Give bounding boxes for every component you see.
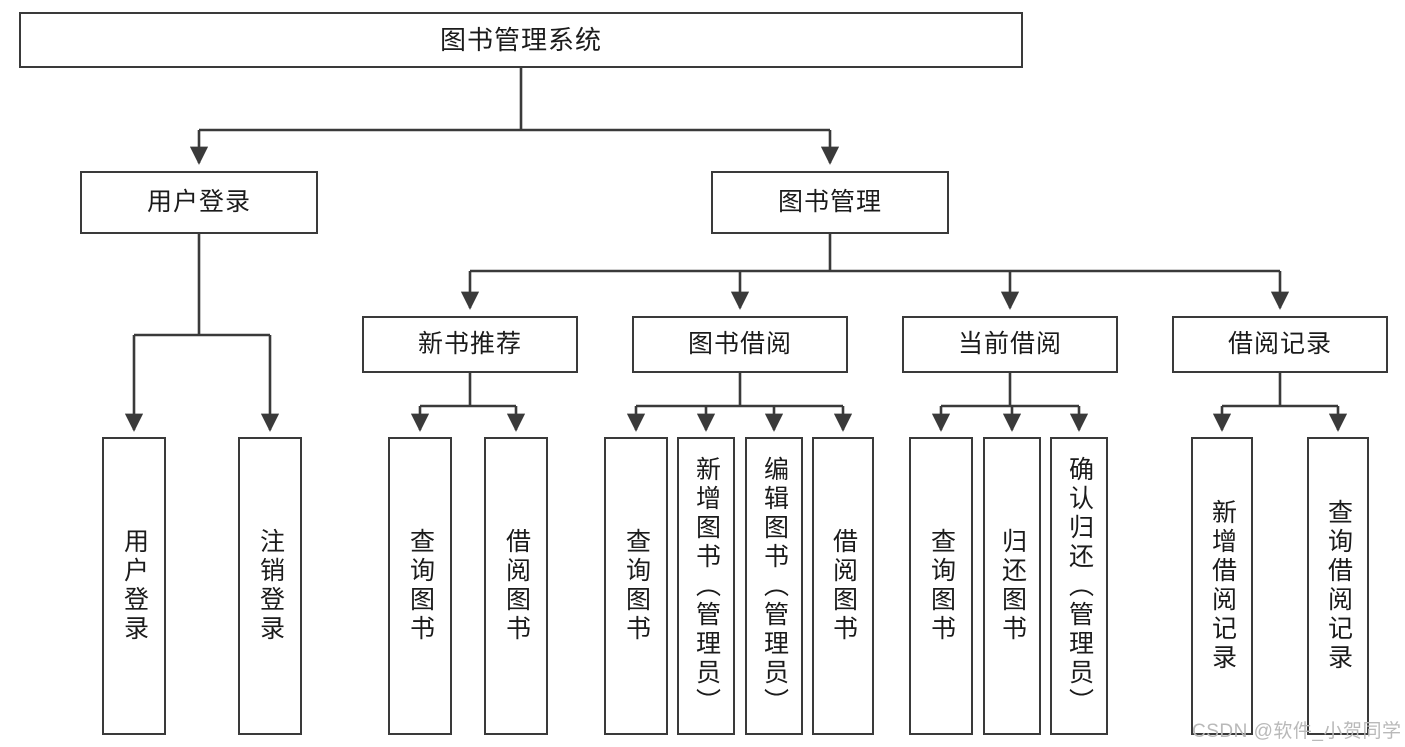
leaf-query-borrow-record-label: 查询借阅记录 xyxy=(1324,499,1353,673)
node-book-management[interactable]: 图书管理 xyxy=(711,171,949,234)
leaf-query-book-new[interactable]: 查询图书 xyxy=(388,437,452,735)
leaf-return-book[interactable]: 归还图书 xyxy=(983,437,1041,735)
leaf-borrow-book-label: 借阅图书 xyxy=(829,528,858,644)
leaf-add-borrow-record[interactable]: 新增借阅记录 xyxy=(1191,437,1253,735)
node-root[interactable]: 图书管理系统 xyxy=(19,12,1023,68)
leaf-add-book-admin[interactable]: 新增图书（管理员） xyxy=(677,437,735,735)
leaf-add-borrow-record-label: 新增借阅记录 xyxy=(1208,499,1237,673)
leaf-query-book-current[interactable]: 查询图书 xyxy=(909,437,973,735)
leaf-confirm-return-admin[interactable]: 确认归还（管理员） xyxy=(1050,437,1108,735)
leaf-borrow-book-new[interactable]: 借阅图书 xyxy=(484,437,548,735)
node-book-management-label: 图书管理 xyxy=(777,187,882,216)
leaf-return-book-label: 归还图书 xyxy=(998,528,1027,644)
leaf-query-borrow-record[interactable]: 查询借阅记录 xyxy=(1307,437,1369,735)
node-user-login[interactable]: 用户登录 xyxy=(80,171,318,234)
leaf-user-login-label: 用户登录 xyxy=(120,528,149,644)
leaf-query-book-current-label: 查询图书 xyxy=(927,528,956,644)
csdn-watermark: CSDN @软件_小贺同学 xyxy=(1192,721,1402,742)
leaf-borrow-book-new-label: 借阅图书 xyxy=(502,528,531,644)
node-borrow-record-label: 借阅记录 xyxy=(1227,329,1332,358)
node-user-login-label: 用户登录 xyxy=(146,187,251,216)
leaf-add-book-admin-label: 新增图书（管理员） xyxy=(692,455,721,717)
node-new-book-recommend[interactable]: 新书推荐 xyxy=(362,316,578,373)
leaf-borrow-book[interactable]: 借阅图书 xyxy=(812,437,874,735)
node-new-book-recommend-label: 新书推荐 xyxy=(417,329,522,358)
leaf-user-logout-label: 注销登录 xyxy=(256,528,285,644)
leaf-confirm-return-admin-label: 确认归还（管理员） xyxy=(1065,455,1094,717)
leaf-edit-book-admin[interactable]: 编辑图书（管理员） xyxy=(745,437,803,735)
node-current-borrow[interactable]: 当前借阅 xyxy=(902,316,1118,373)
node-current-borrow-label: 当前借阅 xyxy=(957,329,1062,358)
node-book-borrow-label: 图书借阅 xyxy=(687,329,792,358)
leaf-user-logout[interactable]: 注销登录 xyxy=(238,437,302,735)
leaf-user-login[interactable]: 用户登录 xyxy=(102,437,166,735)
leaf-query-book-borrow-label: 查询图书 xyxy=(622,528,651,644)
node-root-label: 图书管理系统 xyxy=(439,24,602,55)
leaf-query-book-new-label: 查询图书 xyxy=(406,528,435,644)
node-book-borrow[interactable]: 图书借阅 xyxy=(632,316,848,373)
leaf-query-book-borrow[interactable]: 查询图书 xyxy=(604,437,668,735)
leaf-edit-book-admin-label: 编辑图书（管理员） xyxy=(760,455,789,717)
node-borrow-record[interactable]: 借阅记录 xyxy=(1172,316,1388,373)
